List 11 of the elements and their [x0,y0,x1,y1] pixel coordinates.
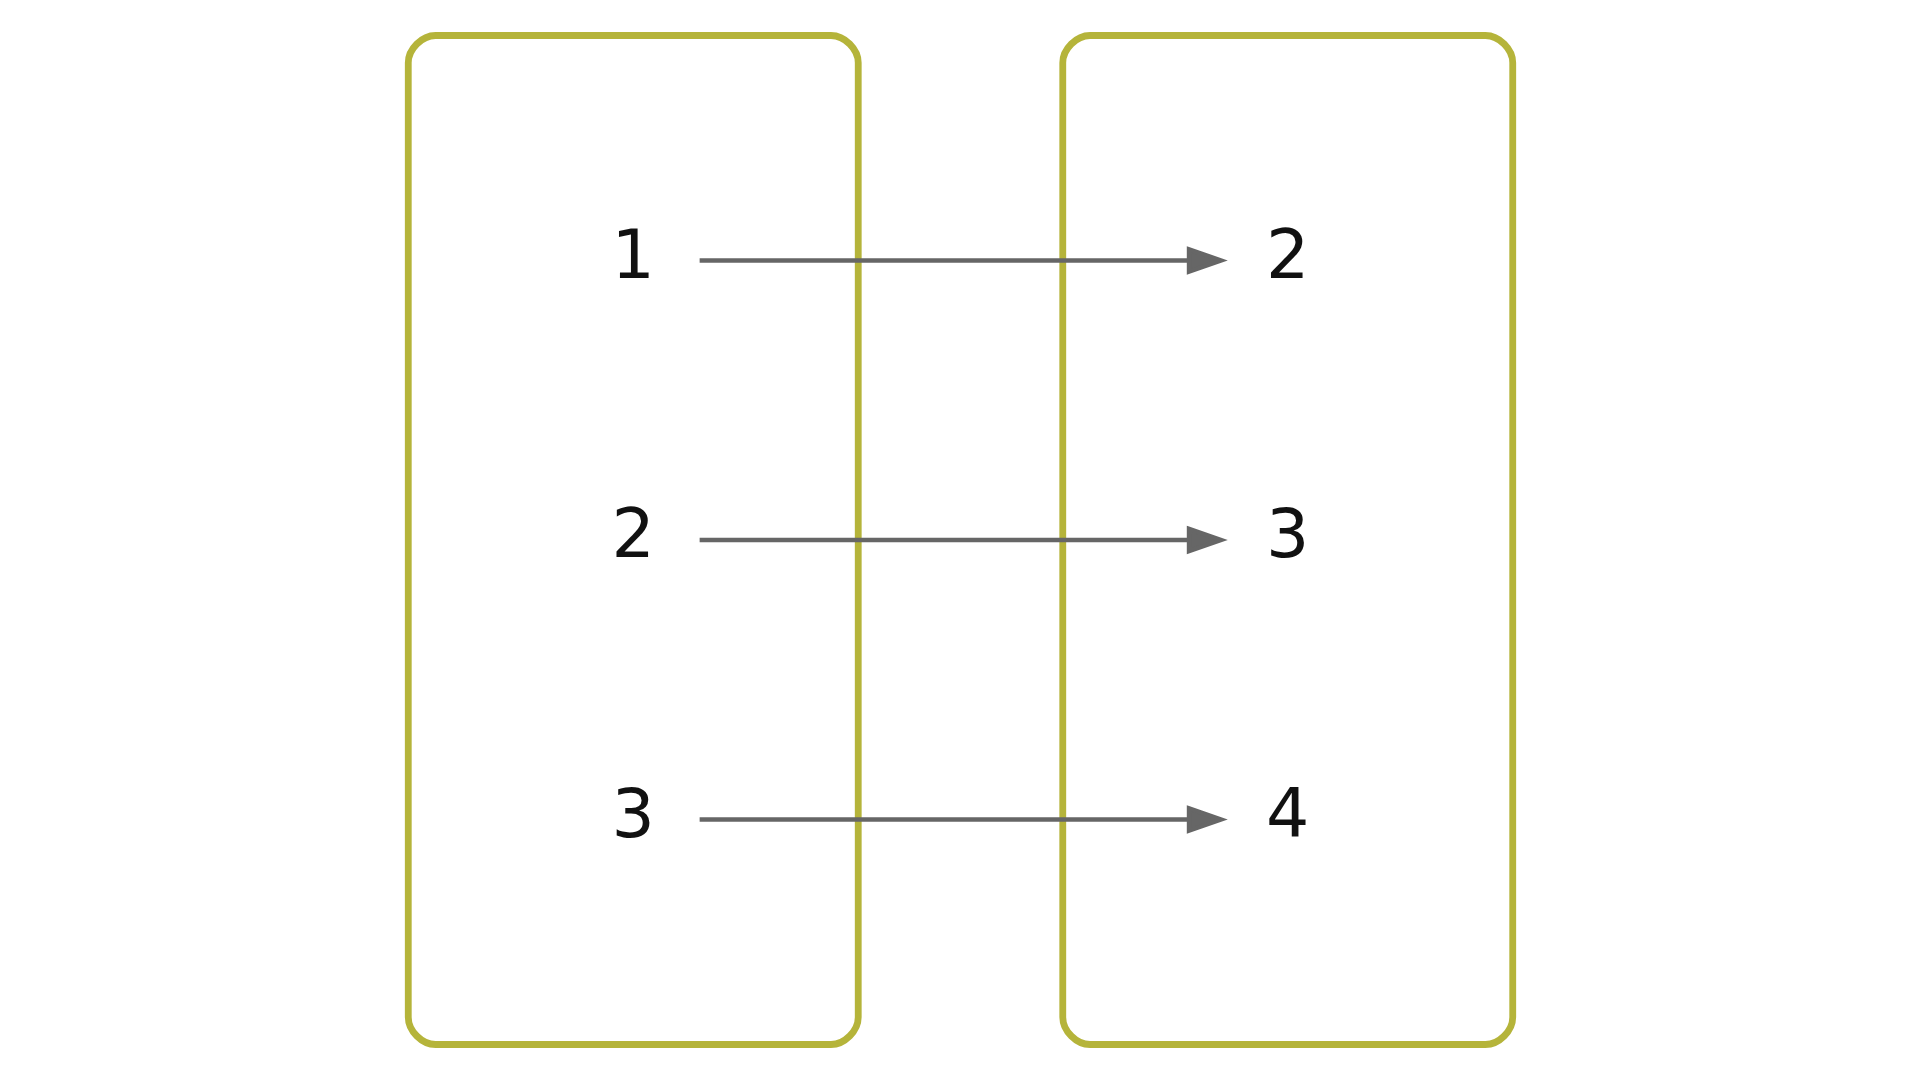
node-text: 3 [1265,494,1309,574]
arrow [699,525,1228,555]
arrow [699,805,1228,834]
node-text: 4 [1265,773,1309,853]
node-text: 2 [611,494,655,574]
cluster [404,32,862,1048]
arrow [699,246,1228,275]
node-text: 1 [611,214,655,294]
node-text: 2 [1265,214,1309,294]
cluster [1058,32,1516,1048]
node-text: 3 [611,773,655,853]
